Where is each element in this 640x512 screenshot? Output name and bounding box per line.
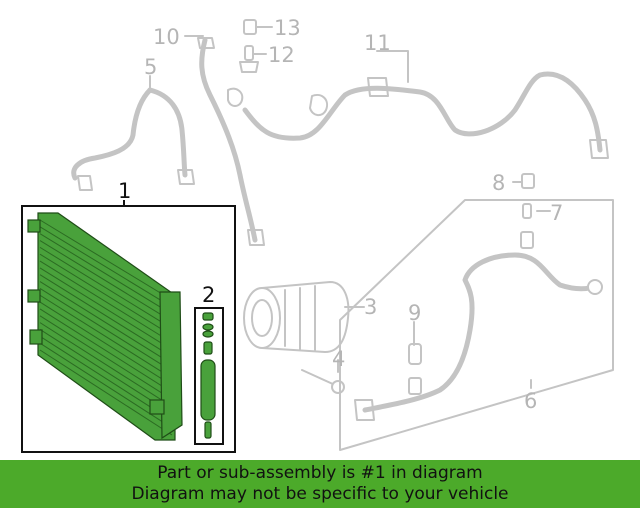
callout-11[interactable]: 11 <box>364 31 391 55</box>
callout-9[interactable]: 9 <box>408 301 421 325</box>
condenser-fin <box>39 226 173 308</box>
callout-7[interactable]: 7 <box>550 201 563 225</box>
callout-12[interactable]: 12 <box>268 43 295 67</box>
condenser-fin <box>39 219 173 301</box>
condenser-fin <box>39 281 173 365</box>
callout-4[interactable]: 4 <box>332 347 345 371</box>
callout-6[interactable]: 6 <box>524 389 537 413</box>
condenser-fin <box>39 267 173 351</box>
callout-2[interactable]: 2 <box>202 283 215 307</box>
callout-5[interactable]: 5 <box>144 55 157 79</box>
condenser-fin <box>39 287 173 372</box>
leader-lines <box>149 26 551 389</box>
callout-13[interactable]: 13 <box>274 16 301 40</box>
condenser-fin <box>39 322 173 408</box>
callout-10[interactable]: 10 <box>153 25 180 49</box>
part-13-cap <box>243 19 257 35</box>
banner-line-2: Diagram may not be specific to your vehi… <box>131 484 509 504</box>
condenser-fin <box>39 253 173 336</box>
banner-line-1: Part or sub-assembly is #1 in diagram <box>157 463 483 483</box>
info-banner: Part or sub-assembly is #1 in diagram Di… <box>0 460 640 508</box>
callout-1[interactable]: 1 <box>118 179 131 203</box>
part-8-cap <box>521 173 535 189</box>
part-4-bolt <box>301 369 345 394</box>
condenser-fin <box>39 349 173 436</box>
condenser-fin <box>39 294 173 379</box>
part-1-condenser[interactable] <box>27 212 183 441</box>
part-2-receiver-drier[interactable] <box>200 312 216 439</box>
part-1-highlight-box <box>21 205 236 453</box>
condenser-fin <box>39 315 173 400</box>
condenser-fin <box>39 301 173 386</box>
part-10-hose <box>197 37 265 246</box>
part-12-valve <box>239 45 259 73</box>
condenser-fin <box>39 240 173 322</box>
condenser-fin <box>39 233 173 315</box>
part-2-highlight-box <box>194 307 224 445</box>
callout-3[interactable]: 3 <box>364 295 377 319</box>
parts-diagram: 1 2 3 4 5 6 7 8 9 10 11 12 13 <box>21 16 614 453</box>
part-11-hose <box>242 71 609 159</box>
part-3-compressor <box>243 281 350 353</box>
part-6-panel <box>339 199 614 451</box>
condenser-fin <box>39 308 173 393</box>
condenser-fin <box>39 260 173 344</box>
part-9-sensor <box>408 343 422 395</box>
callout-8[interactable]: 8 <box>492 171 505 195</box>
part-7-valve <box>520 203 534 249</box>
condenser-fin <box>39 274 173 358</box>
part-5-hose <box>71 87 195 191</box>
condenser-fin <box>39 246 173 329</box>
